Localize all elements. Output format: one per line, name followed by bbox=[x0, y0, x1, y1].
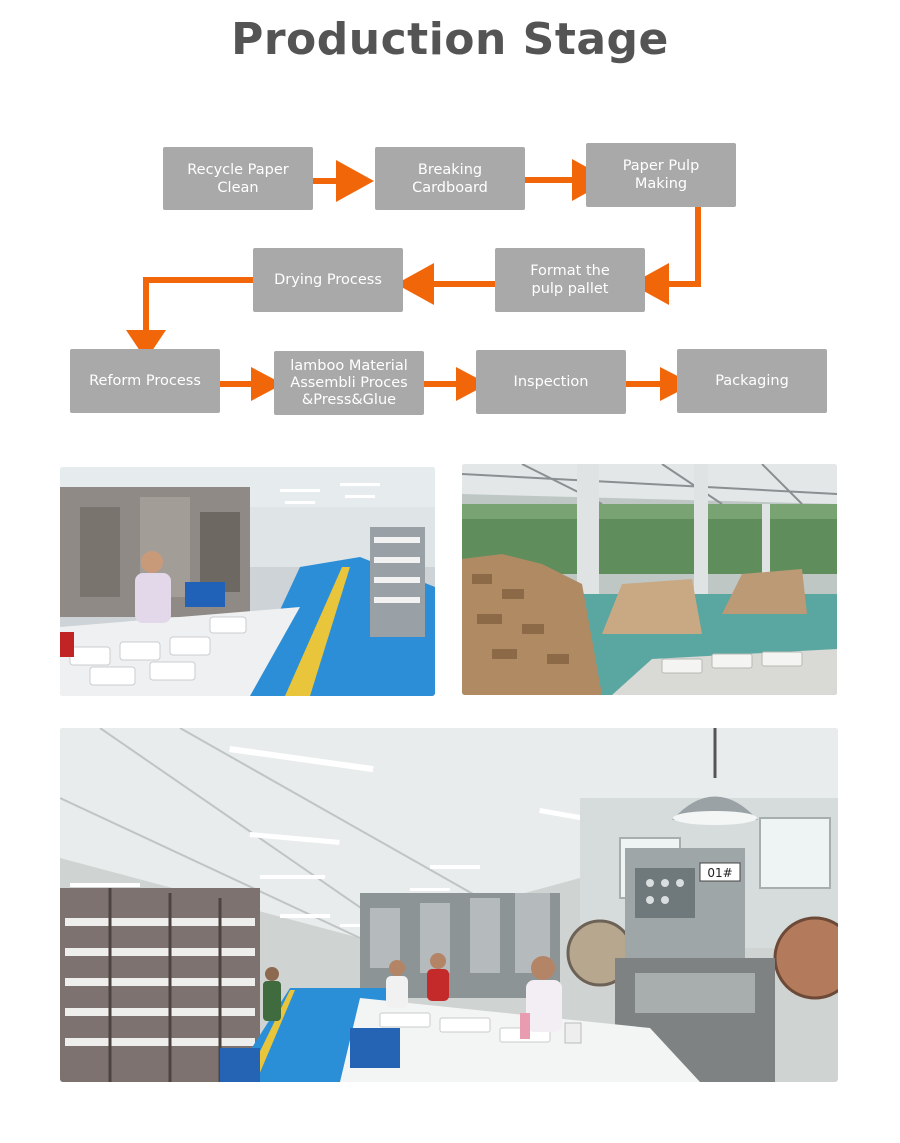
page-title: Production Stage bbox=[231, 14, 669, 65]
machine-number-tag: 01# bbox=[707, 866, 732, 880]
step-format-pulp-pallet: Format the pulp pallet bbox=[495, 248, 645, 312]
step-reform-process: Reform Process bbox=[70, 349, 220, 413]
arrow-4-to-5 bbox=[396, 263, 507, 305]
photo-assembly-line bbox=[60, 467, 435, 696]
step-inspection: Inspection bbox=[476, 350, 626, 414]
step-packaging: Packaging bbox=[677, 349, 827, 413]
arrow-3-to-4 bbox=[631, 205, 701, 305]
arrow-8-to-9 bbox=[625, 367, 693, 401]
arrow-5-to-6 bbox=[126, 277, 262, 360]
photo-warehouse-storage bbox=[462, 464, 837, 695]
step-breaking-cardboard: Breaking Cardboard bbox=[375, 147, 525, 210]
step-assembly-press-glue: lamboo Material Assembli Proces &Press&G… bbox=[274, 351, 424, 415]
step-paper-pulp-making: Paper Pulp Making bbox=[586, 143, 736, 207]
photo-production-floor: 01# bbox=[60, 728, 838, 1082]
arrow-6-to-7 bbox=[214, 367, 283, 401]
arrow-7-to-8 bbox=[422, 367, 488, 401]
step-drying-process: Drying Process bbox=[253, 248, 403, 312]
step-recycle-paper-clean: Recycle Paper Clean bbox=[163, 147, 313, 210]
